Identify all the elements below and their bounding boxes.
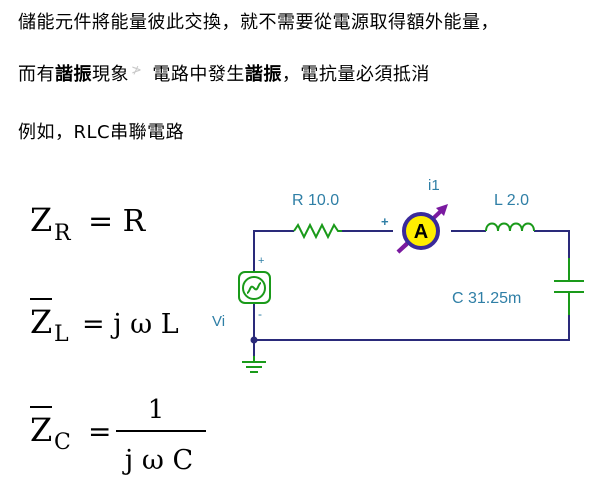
text-segment: 電路中發生 bbox=[152, 64, 245, 85]
equation-zr: Z R = R bbox=[30, 201, 147, 246]
source-label: Vi bbox=[212, 313, 225, 330]
zl-rhs: = j ω L bbox=[82, 309, 179, 340]
zc-numerator: 1 bbox=[148, 395, 165, 425]
text-segment: ，電抗量必須抵消 bbox=[281, 64, 430, 85]
source-plus-sign: + bbox=[258, 255, 264, 267]
zl-symbol: Z bbox=[30, 303, 52, 341]
zc-denominator: j ω C bbox=[122, 445, 193, 476]
ammeter-plus-sign: + bbox=[381, 214, 389, 229]
zc-equals: = bbox=[88, 415, 111, 448]
inductor-label: L 2.0 bbox=[494, 192, 529, 209]
equation-zl: Z L = j ω L bbox=[30, 298, 179, 347]
ammeter-arrow-head bbox=[436, 204, 448, 216]
voltage-source: + - bbox=[238, 255, 271, 321]
resonance-term: 諧振 bbox=[244, 64, 282, 85]
zl-subscript: L bbox=[54, 322, 69, 347]
zr-symbol: Z bbox=[30, 201, 52, 239]
ground-junction bbox=[250, 336, 258, 344]
circuit-wires bbox=[253, 230, 570, 356]
text-segment: 而有 bbox=[18, 64, 55, 85]
zc-subscript: C bbox=[54, 430, 71, 455]
ground-icon bbox=[242, 356, 266, 373]
intro-line-3: 例如，RLC串聯電路 bbox=[18, 122, 185, 143]
rlc-circuit: R 10.0 + A i1 L 2.0 C 31.25m + - Vi bbox=[212, 177, 584, 373]
ammeter-body bbox=[402, 212, 440, 250]
resistor-zigzag bbox=[293, 222, 342, 240]
text-segment: 現象 bbox=[92, 64, 129, 85]
stray-mark: ≯ bbox=[131, 63, 143, 78]
zr-subscript: R bbox=[54, 221, 72, 246]
capacitor-symbol bbox=[554, 258, 584, 315]
source-minus-sign: - bbox=[258, 307, 262, 321]
capacitor-label: C 31.25m bbox=[452, 290, 521, 307]
zr-rhs: = R bbox=[88, 204, 147, 239]
ammeter-label: i1 bbox=[428, 177, 440, 194]
inductor-coil bbox=[485, 222, 535, 232]
zc-symbol: Z bbox=[30, 411, 52, 449]
intro-line-1: 儲能元件將能量彼此交換，就不需要從電源取得額外能量， bbox=[18, 12, 499, 33]
resonance-term: 諧振 bbox=[55, 64, 92, 85]
equation-zc: Z C = 1 j ω C bbox=[30, 395, 206, 476]
ammeter-symbol: A bbox=[414, 221, 428, 243]
resistor-label: R 10.0 bbox=[292, 192, 339, 209]
intro-line-2: 而有諧振現象≯電路中發生諧振，電抗量必須抵消 bbox=[18, 60, 430, 86]
ammeter-arrow-tail bbox=[396, 242, 409, 254]
